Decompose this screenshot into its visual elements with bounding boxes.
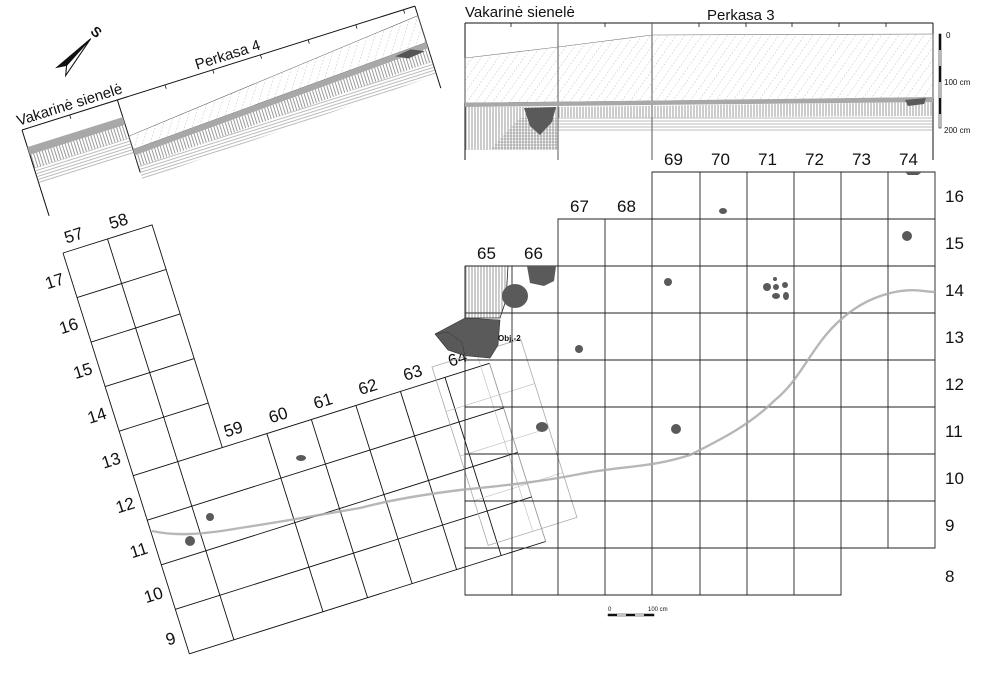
col-label-70: 70 [711, 150, 730, 169]
row-label-10: 10 [142, 583, 166, 607]
depth-200: 200 cm [944, 126, 971, 135]
main-grid-column-labels: 65 66 67 68 69 70 71 72 73 74 [477, 150, 918, 263]
main-grid-row-labels: 16 15 14 13 12 11 10 9 8 [945, 187, 964, 586]
section-perkasa-3: Vakarinė sienelė Perkasa 3 [464, 4, 971, 160]
row-label-14: 14 [85, 404, 109, 428]
row-label-13: 13 [945, 328, 964, 347]
row-label-13: 13 [99, 449, 123, 473]
col-label-61: 61 [311, 389, 335, 413]
row-label-9: 9 [945, 516, 954, 535]
row-label-16: 16 [945, 187, 964, 206]
col-label-68: 68 [617, 197, 636, 216]
col-label-71: 71 [758, 150, 777, 169]
section-perkasa-4: Vakarinė sienelė Perkasa 4 [15, 5, 442, 216]
col-label-57: 57 [62, 224, 86, 248]
row-label-15: 15 [71, 359, 95, 383]
row-label-10: 10 [945, 469, 964, 488]
col-label-72: 72 [805, 150, 824, 169]
col-label-62: 62 [356, 375, 380, 399]
col-label-59: 59 [222, 418, 246, 442]
rotated-grid: 57 58 59 60 61 62 63 64 17 16 15 14 13 1… [43, 209, 547, 655]
row-label-14: 14 [945, 281, 964, 300]
row-label-12: 12 [945, 375, 964, 394]
trench-label-perkasa-3: Perkasa 3 [707, 7, 775, 24]
object-2-label: Obj.-2 [498, 334, 521, 343]
scale-bar: 0 100 cm [607, 607, 668, 617]
row-label-9: 9 [163, 628, 178, 649]
row-label-11: 11 [128, 539, 151, 562]
north-arrow-label: S [88, 23, 106, 41]
col-label-73: 73 [852, 150, 871, 169]
depth-100: 100 cm [944, 78, 971, 87]
contour-line [151, 289, 936, 536]
row-label-12: 12 [113, 494, 137, 518]
row-label-16: 16 [57, 314, 81, 338]
row-label-11: 11 [945, 422, 963, 441]
col-label-67: 67 [570, 197, 589, 216]
row-label-17: 17 [43, 269, 67, 293]
col-label-63: 63 [401, 361, 425, 385]
col-label-69: 69 [664, 150, 683, 169]
features: Obj.-2 [185, 172, 922, 546]
scale-start: 0 [608, 607, 612, 613]
col-label-65: 65 [477, 244, 496, 263]
north-arrow-icon: S [55, 23, 106, 78]
wall-label-right: Vakarinė sienelė [465, 4, 575, 21]
depth-0: 0 [946, 31, 951, 40]
depth-scale: 0 100 cm 200 cm [938, 31, 971, 135]
row-label-15: 15 [945, 234, 964, 253]
scale-end: 100 cm [648, 607, 668, 613]
col-label-66: 66 [524, 244, 543, 263]
col-label-60: 60 [266, 403, 290, 427]
row-label-8: 8 [945, 567, 954, 586]
main-grid [464, 171, 936, 596]
col-label-58: 58 [107, 209, 131, 233]
trench-label-perkasa-4: Perkasa 4 [193, 37, 263, 74]
overlap-outline [431, 338, 578, 546]
col-label-74: 74 [899, 150, 918, 169]
